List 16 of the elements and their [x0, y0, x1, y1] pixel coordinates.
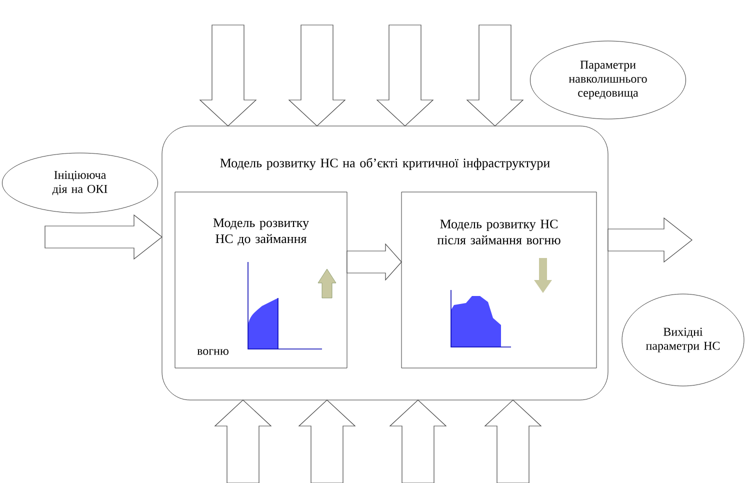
block-arrow: [346, 243, 402, 281]
block-arrow: [376, 24, 434, 126]
block-arrow: [298, 400, 356, 483]
block-arrow: [484, 400, 542, 483]
block-arrow: [288, 24, 346, 126]
block-arrow: [199, 24, 257, 126]
block-arrow: [214, 400, 272, 483]
ellipse-node: Вихідні параметри НС: [622, 294, 744, 386]
ellipse-node: Параметри навколишнього середовища: [530, 40, 686, 120]
ellipse-node: Ініціююча дія на ОКІ: [2, 152, 158, 214]
block-arrow: [466, 24, 524, 126]
model-box: Модель розвитку НС після займання вогню: [401, 192, 597, 368]
block-arrow: [389, 400, 447, 483]
block-arrow: [44, 214, 162, 260]
block-arrow: [608, 217, 692, 263]
model-box: Модель розвитку НС до займання вогню: [174, 192, 348, 368]
